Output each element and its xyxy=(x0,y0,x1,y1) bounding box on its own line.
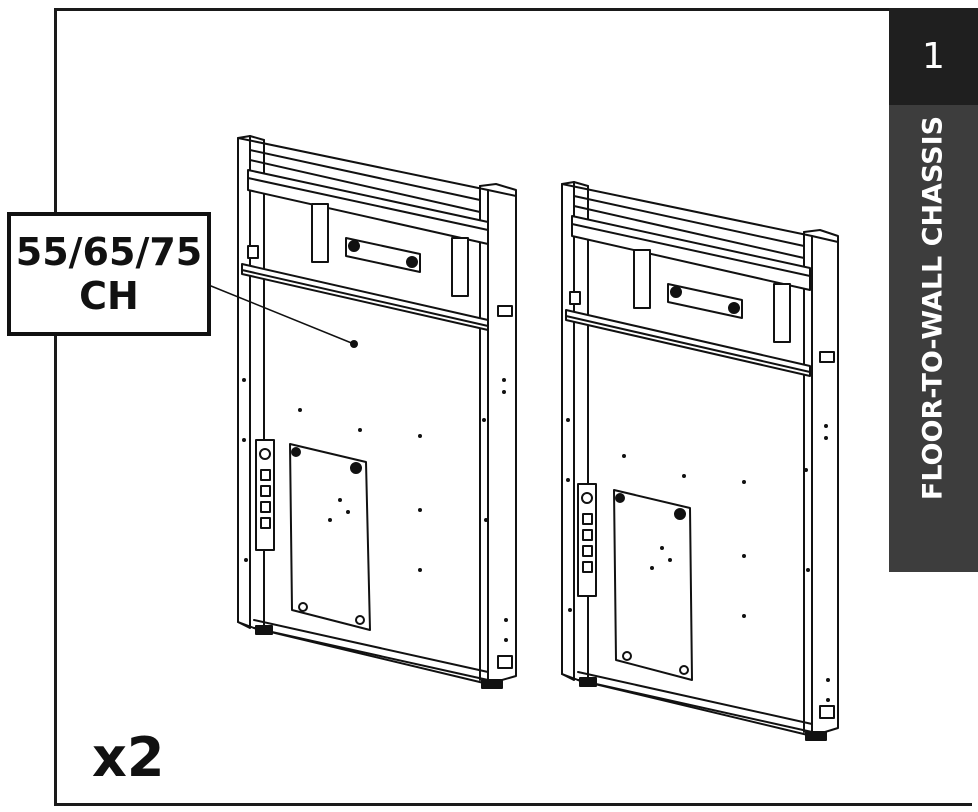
leader-line xyxy=(210,285,355,345)
callout-line-2: CH xyxy=(79,274,139,318)
chassis-right xyxy=(561,181,839,741)
chassis-left xyxy=(237,135,517,689)
page-frame xyxy=(54,8,972,806)
section-tab: 1 FLOOR-TO-WALL CHASSIS xyxy=(889,8,978,572)
leader-dot xyxy=(350,340,358,348)
quantity-label: x2 xyxy=(92,726,165,789)
section-title: FLOOR-TO-WALL CHASSIS xyxy=(917,115,949,501)
model-callout: 55/65/75 CH xyxy=(7,212,211,336)
step-number: 1 xyxy=(889,8,978,105)
callout-line-1: 55/65/75 xyxy=(15,230,203,274)
